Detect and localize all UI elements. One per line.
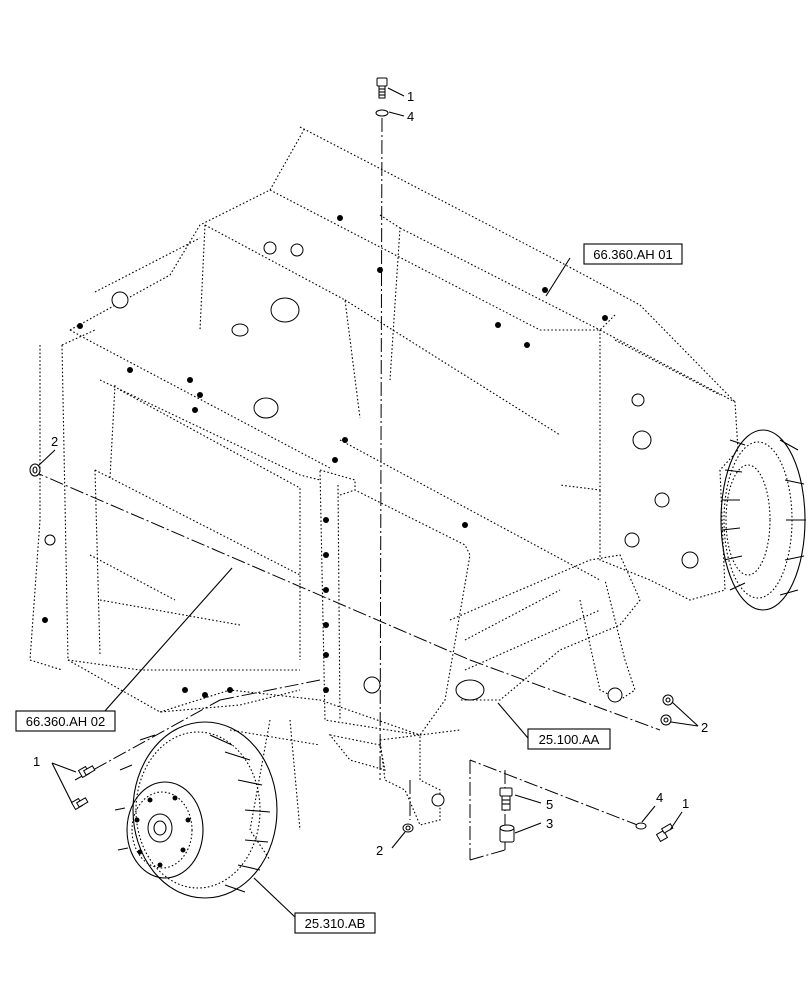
right-washer-part [635, 822, 647, 830]
callout-top-bolt: 1 [407, 89, 414, 104]
svg-text:25.310.AB: 25.310.AB [305, 916, 366, 931]
right-wheel [720, 429, 806, 611]
callout-left-bolts: 1 [33, 754, 40, 769]
callout-right-washer: 4 [656, 790, 663, 805]
stud-bolt-part [499, 787, 513, 811]
ref-label-aa: 25.100.AA [527, 728, 611, 750]
left-nut-part [29, 463, 41, 477]
right-nut-lower-part [660, 714, 672, 726]
right-nut-upper-part [662, 694, 674, 706]
ref-label-ab: 25.310.AB [294, 912, 376, 934]
svg-text:25.100.AA: 25.100.AA [539, 732, 600, 747]
left-bolt-lower-part [70, 797, 89, 811]
callout-stud-bolt: 5 [546, 797, 553, 812]
callout-left-nut: 2 [51, 434, 58, 449]
callout-right-bolt: 1 [682, 796, 689, 811]
right-bolt-part [655, 823, 674, 843]
top-washer-part [375, 109, 389, 117]
alignment-lines [29, 117, 661, 861]
left-wheel [114, 721, 278, 899]
ref-label-ah02: 66.360.AH 02 [15, 710, 116, 732]
reference-labels: 66.360.AH 01 66.360.AH 02 25.100.AA 25.3… [15, 243, 683, 934]
top-bolt-part [376, 77, 388, 99]
callout-top-washer: 4 [407, 109, 414, 124]
callout-leaders [37, 87, 699, 918]
spacer-part [499, 824, 515, 843]
left-bolt-upper-part [77, 765, 96, 779]
callout-numbers: 1 4 2 1 2 2 5 3 4 1 [33, 89, 708, 858]
hardware [29, 77, 674, 843]
callout-spacer: 3 [546, 816, 553, 831]
frame-holes [42, 215, 699, 807]
svg-text:66.360.AH 01: 66.360.AH 01 [593, 247, 673, 262]
callout-bottom-nut: 2 [376, 843, 383, 858]
bottom-nut-part [402, 823, 414, 833]
svg-text:66.360.AH 02: 66.360.AH 02 [26, 714, 106, 729]
ref-label-ah01: 66.360.AH 01 [583, 243, 683, 265]
callout-right-nuts: 2 [701, 720, 708, 735]
main-frame [29, 126, 739, 861]
